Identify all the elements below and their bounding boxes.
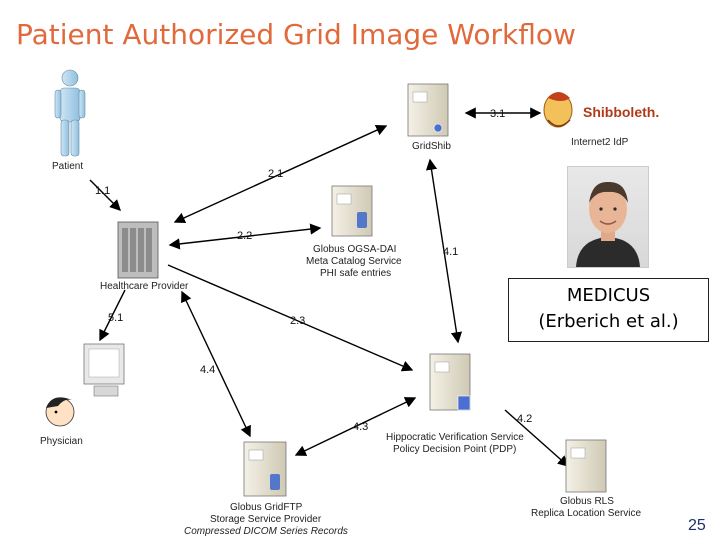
edge-label-2-1: 2.1 (268, 168, 283, 180)
rls-server-icon (565, 439, 607, 493)
healthcare-server-icon (117, 221, 159, 279)
patient-icon (54, 69, 86, 157)
hippocratic-label-2: Policy Decision Point (PDP) (393, 444, 516, 455)
arrow-4-2 (504, 409, 570, 467)
medicus-title: MEDICUS (566, 285, 651, 306)
shibboleth-logo-text: Shibboleth. (583, 104, 660, 120)
arrows (89, 107, 570, 467)
internet2-label: Internet2 IdP (571, 137, 629, 148)
arrow-2-3 (167, 264, 414, 372)
rls-label-2: Replica Location Service (531, 508, 641, 519)
edge-label-2-3: 2.3 (290, 315, 305, 327)
arrow-5-1 (99, 289, 126, 342)
arrow-4-1 (425, 158, 463, 344)
edge-label-5-1: 5.1 (108, 312, 123, 324)
healthcare-label: Healthcare Provider (100, 281, 189, 292)
hippocratic-label-1: Hippocratic Verification Service (386, 432, 524, 443)
gridshib-server-icon (407, 83, 449, 137)
gridftp-label-2: Storage Service Provider (210, 514, 322, 525)
arrow-2-1 (173, 124, 388, 224)
arrow-2-2 (168, 223, 322, 250)
ogsa-label-2: Meta Catalog Service (306, 256, 402, 267)
portrait-icon (576, 181, 640, 267)
edge-label-4-4: 4.4 (200, 364, 215, 376)
arrow-4-4 (181, 290, 251, 438)
edge-label-4-1: 4.1 (443, 246, 458, 258)
rls-label-1: Globus RLS (560, 496, 614, 507)
gridftp-label-3: Compressed DICOM Series Records (184, 526, 348, 537)
ogsa-label-1: Globus OGSA-DAI (313, 244, 396, 255)
ogsa-label-3: PHI safe entries (320, 268, 391, 279)
physician-label: Physician (40, 436, 83, 447)
edge-label-3-1: 3.1 (490, 108, 505, 120)
page-number: 25 (688, 517, 706, 534)
gridftp-server-icon (243, 441, 287, 497)
author-photo (567, 166, 649, 268)
arrow-4-3 (294, 397, 417, 456)
medicus-citation-box: MEDICUS (Erberich et al.) (508, 278, 709, 342)
edge-label-4-3: 4.3 (353, 421, 368, 433)
edge-label-4-2: 4.2 (517, 413, 532, 425)
gridftp-label-1: Globus GridFTP (230, 502, 303, 513)
shibboleth-logo-icon (543, 92, 573, 128)
slide-title: Patient Authorized Grid Image Workflow (16, 18, 576, 51)
arrow-1-1 (89, 179, 121, 211)
ogsa-dai-server-icon (331, 185, 373, 237)
hippocratic-server-icon (429, 353, 471, 411)
physician-icon (45, 397, 75, 427)
patient-label: Patient (52, 161, 83, 172)
edge-label-2-2: 2.2 (237, 230, 252, 242)
medicus-authors: (Erberich et al.) (538, 311, 679, 332)
monitor-icon (83, 343, 125, 397)
edge-label-1-1: 1.1 (95, 185, 110, 197)
gridshib-label: GridShib (412, 141, 451, 152)
